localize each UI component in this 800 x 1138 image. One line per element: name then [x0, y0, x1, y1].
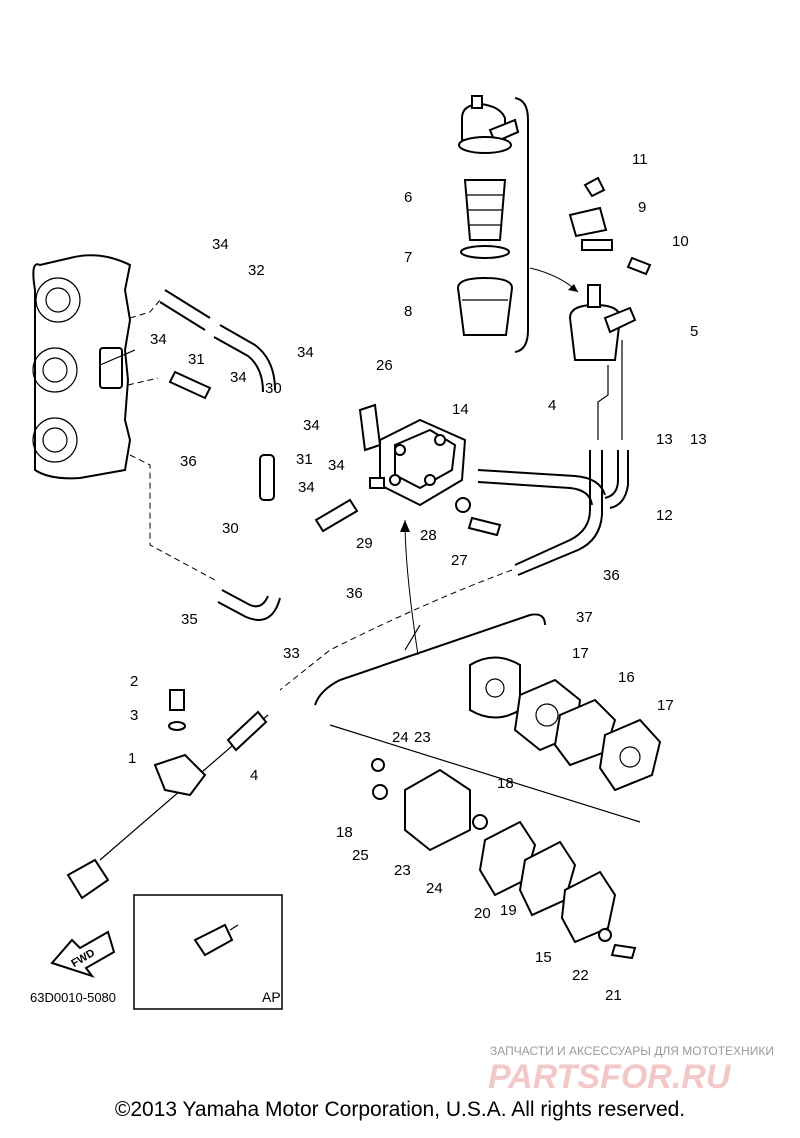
callout-35: 35: [181, 611, 198, 628]
callout-31: 31: [188, 351, 205, 368]
callout-24: 24: [426, 880, 443, 897]
inset-box: [133, 894, 283, 1010]
callout-30: 30: [265, 380, 282, 397]
fuel-joint: [66, 689, 207, 900]
hose-32: [159, 289, 276, 393]
callout-32: 32: [248, 262, 265, 279]
hose-4-lower: [226, 710, 268, 752]
watermark-tagline: ЗАПЧАСТИ И АКСЕССУАРЫ ДЛЯ МОТОТЕХНИКИ: [490, 1044, 774, 1058]
callout-31: 31: [296, 451, 313, 468]
callout-8: 8: [404, 303, 412, 320]
callout-16: 16: [618, 669, 635, 686]
callout-7: 7: [404, 249, 412, 266]
callout-36: 36: [346, 585, 363, 602]
callout-4: 4: [250, 767, 258, 784]
callout-6: 6: [404, 189, 412, 206]
fuel-filter-exploded: [456, 95, 520, 336]
callout-14: 14: [452, 401, 469, 418]
callout-34: 34: [328, 457, 345, 474]
callout-33: 33: [283, 645, 300, 662]
callout-15: 15: [535, 949, 552, 966]
callout-12: 12: [656, 507, 673, 524]
callout-37: 37: [576, 609, 593, 626]
diagram-code: 63D0010-5080: [30, 990, 116, 1005]
callout-34: 34: [212, 236, 229, 253]
fwd-arrow-icon: FWD: [50, 930, 116, 978]
callout-17: 17: [657, 697, 674, 714]
callout-34: 34: [297, 344, 314, 361]
inset-label: AP: [262, 989, 281, 1005]
callout-11: 11: [632, 151, 648, 168]
callout-27: 27: [451, 552, 468, 569]
callout-20: 20: [474, 905, 491, 922]
callout-13: 13: [656, 431, 673, 448]
hose-12: [477, 450, 629, 509]
fuel-filter-assembled: [568, 176, 652, 361]
callout-26: 26: [376, 357, 393, 374]
pump-exploded: [371, 656, 662, 960]
callout-36: 36: [180, 453, 197, 470]
hose-31-upper: [168, 370, 212, 400]
callout-22: 22: [572, 967, 589, 984]
callout-29: 29: [356, 535, 373, 552]
callout-23: 23: [414, 729, 431, 746]
callout-3: 3: [130, 707, 138, 724]
callout-5: 5: [690, 323, 698, 340]
hose-33: [217, 589, 281, 621]
callout-34: 34: [230, 369, 247, 386]
fuel-line-35: [514, 450, 603, 576]
callout-34: 34: [298, 479, 315, 496]
hose-31-lower: [259, 454, 275, 501]
fuel-pump: [358, 403, 502, 537]
callout-18: 18: [336, 824, 353, 841]
callout-21: 21: [605, 987, 622, 1004]
callout-30: 30: [222, 520, 239, 537]
callout-17: 17: [572, 645, 589, 662]
callout-2: 2: [130, 673, 138, 690]
callout-34: 34: [303, 417, 320, 434]
callout-34: 34: [150, 331, 167, 348]
hose-29: [314, 498, 359, 533]
callout-23: 23: [394, 862, 411, 879]
callout-9: 9: [638, 199, 646, 216]
callout-layer: 1234456789101112131314151617171818192021…: [128, 151, 707, 1004]
callout-25: 25: [352, 847, 369, 864]
watermark-logo: PARTSFOR.RU: [488, 1058, 732, 1096]
callout-18: 18: [497, 775, 514, 792]
callout-1: 1: [128, 750, 136, 767]
callout-28: 28: [420, 527, 437, 544]
callout-10: 10: [672, 233, 689, 250]
callout-19: 19: [500, 902, 517, 919]
callout-4: 4: [548, 397, 556, 414]
copyright-notice: ©2013 Yamaha Motor Corporation, U.S.A. A…: [114, 1098, 686, 1121]
callout-24: 24: [392, 729, 409, 746]
engine-block: [32, 254, 136, 480]
callout-36: 36: [603, 567, 620, 584]
callout-13: 13: [690, 431, 707, 448]
